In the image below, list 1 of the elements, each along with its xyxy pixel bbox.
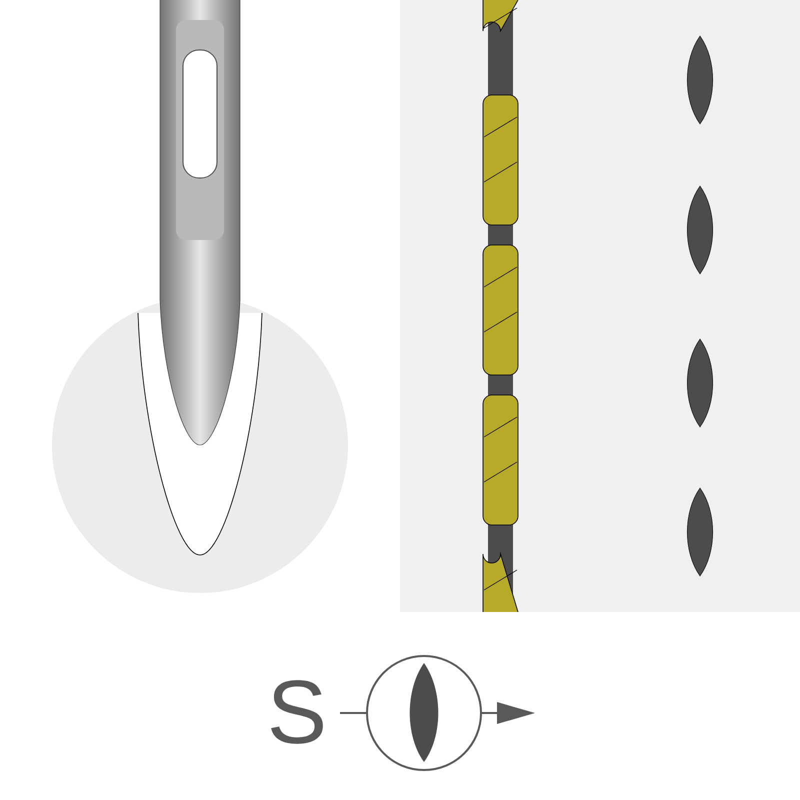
- point-letter: S: [271, 680, 323, 744]
